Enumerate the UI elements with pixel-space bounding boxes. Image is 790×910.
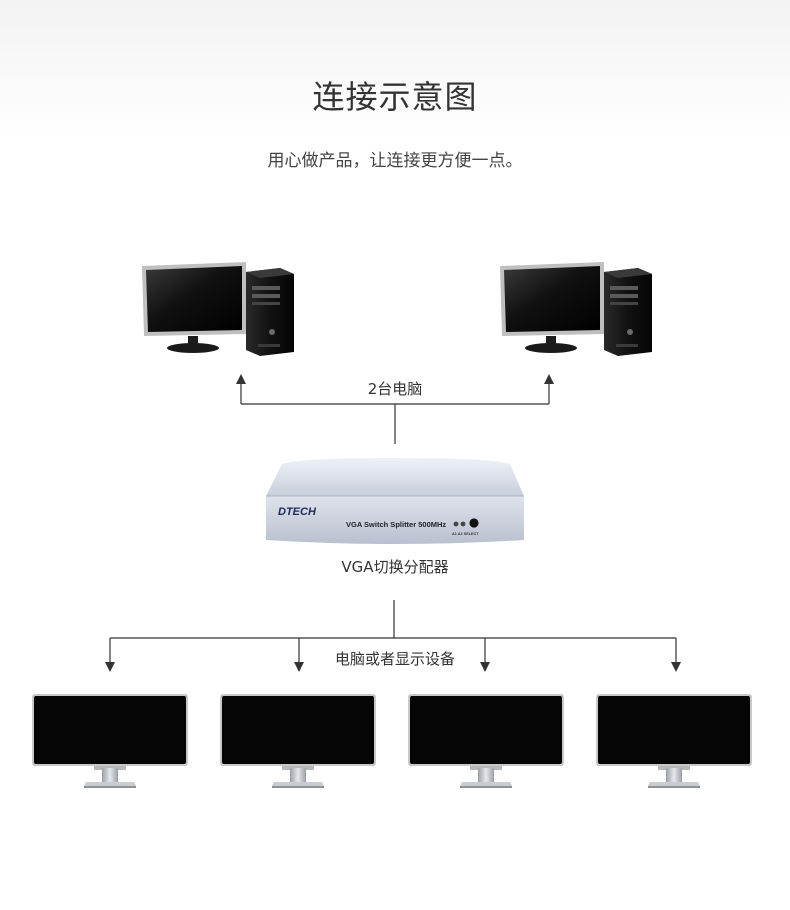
- desktop-computer-icon-right: [500, 262, 652, 356]
- widescreen-monitor-icon-3: [408, 694, 564, 788]
- widescreen-monitor-icon-4: [596, 694, 752, 788]
- pc-connector-lines: [240, 384, 550, 444]
- device-model: VGA Switch Splitter 500MHz: [346, 520, 446, 529]
- widescreen-monitor-icon-1: [32, 694, 188, 788]
- label-vga-splitter: VGA切换分配器: [341, 558, 449, 576]
- arrow-down-4: [671, 662, 681, 672]
- device-leds: A1 A2 SELECT: [452, 532, 479, 536]
- desktop-computer-icon-left: [142, 262, 294, 356]
- arrow-up-right: [544, 374, 554, 384]
- page-subtitle: 用心做产品，让连接更方便一点。: [267, 151, 523, 171]
- arrow-down-3: [480, 662, 490, 672]
- label-displays-text: 电脑或者显示设备: [328, 650, 461, 668]
- vga-splitter-box-icon: DTECH VGA Switch Splitter 500MHz A1 A2 S…: [266, 458, 524, 544]
- arrow-up-left: [236, 374, 246, 384]
- page-title: 连接示意图: [312, 78, 478, 116]
- arrow-down-2: [294, 662, 304, 672]
- arrow-down-1: [105, 662, 115, 672]
- device-brand: DTECH: [278, 506, 317, 518]
- label-displays: 电脑或者显示设备: [0, 648, 790, 669]
- label-two-computers: 2台电脑: [367, 380, 423, 398]
- display-connector-lines: [109, 600, 677, 662]
- widescreen-monitor-icon-2: [220, 694, 376, 788]
